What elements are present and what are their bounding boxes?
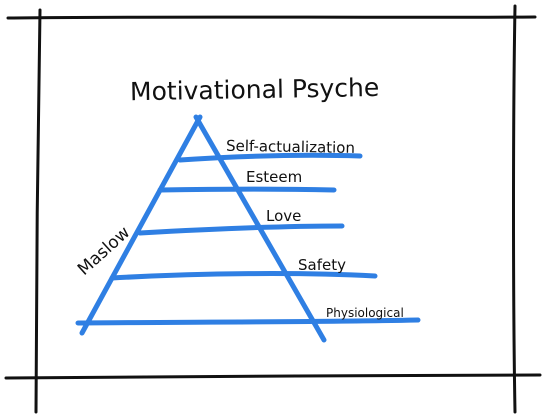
level-line-physiological <box>75 317 421 326</box>
diagram-title: Motivational Psyche <box>130 73 380 106</box>
frame-bottom-line <box>4 373 542 380</box>
level-label-safety: Safety <box>298 256 346 274</box>
level-label-love: Love <box>266 207 301 225</box>
level-line-esteem <box>157 186 337 193</box>
level-label-self-actualization: Self-actualization <box>226 137 355 157</box>
level-line-self-actualization <box>177 152 363 163</box>
frame <box>4 4 542 414</box>
level-label-esteem: Esteem <box>246 168 302 186</box>
frame-right-line <box>512 4 517 414</box>
frame-top-line <box>6 15 537 20</box>
level-line-love <box>137 223 345 236</box>
pyramid-left-edge <box>79 114 203 336</box>
frame-left-line <box>34 8 42 414</box>
level-labels: Self-actualization Esteem Love Safety Ph… <box>226 137 404 320</box>
pyramid <box>75 114 421 343</box>
level-line-safety <box>109 271 378 281</box>
level-label-physiological: Physiological <box>326 306 404 320</box>
